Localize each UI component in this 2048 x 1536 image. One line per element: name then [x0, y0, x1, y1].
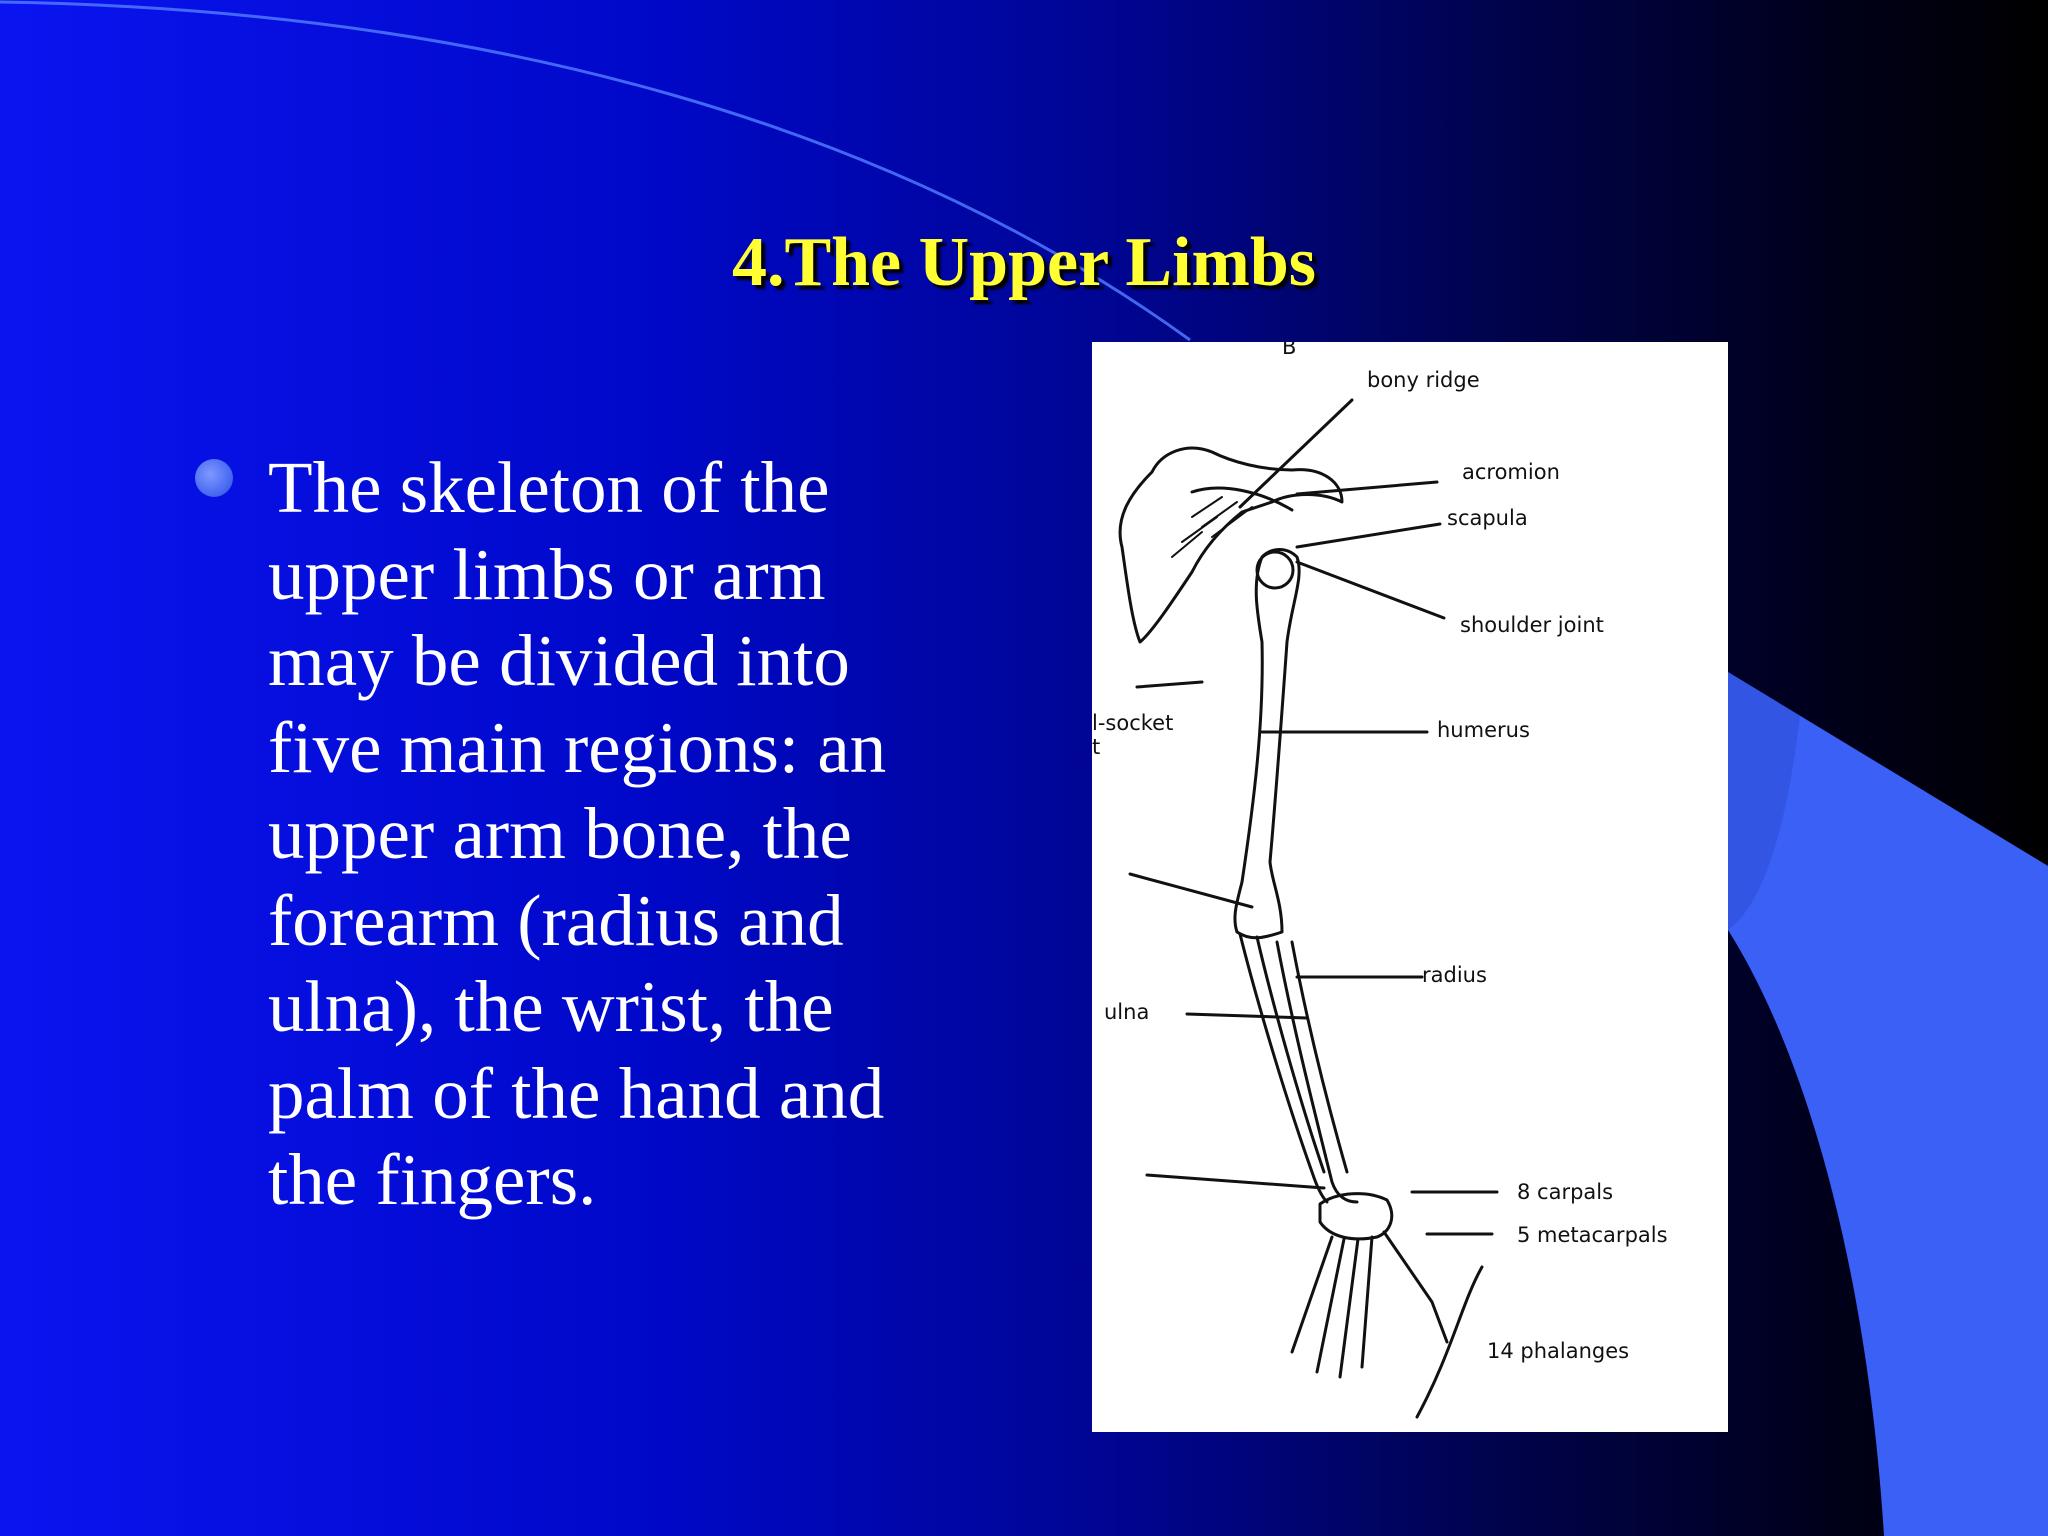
figure-panel-letter: B	[1282, 342, 1296, 359]
label-socket-fragment-2: t	[1092, 735, 1100, 759]
ulna-bone	[1238, 932, 1329, 1204]
bullet-text: The skeleton of the upper limbs or arm m…	[268, 445, 1008, 1224]
label-carpals: 8 carpals	[1517, 1180, 1613, 1204]
carpal-bones	[1318, 1192, 1394, 1241]
label-acromion: acromion	[1462, 460, 1560, 484]
bullet-icon	[195, 459, 233, 497]
bullet-line: The skeleton of the	[268, 447, 830, 528]
radius-bone	[1275, 940, 1359, 1204]
bullet-line: may be divided into	[268, 620, 850, 701]
label-socket-fragment: l-socket	[1092, 711, 1173, 735]
label-radius: radius	[1422, 963, 1487, 987]
slide-title: 4.The Upper Limbs	[731, 224, 1317, 301]
label-ulna: ulna	[1104, 1000, 1149, 1024]
bullet-line: forearm (radius and	[268, 879, 844, 961]
arm-skeleton-figure: B bony ridge acromion scapula shoulder j…	[1092, 342, 1728, 1432]
arm-skeleton-diagram: B bony ridge acromion scapula shoulder j…	[1092, 342, 1668, 1419]
scapula-bone	[1118, 446, 1344, 644]
bullet-line: upper limbs or arm	[268, 533, 826, 615]
finger-bones	[1290, 1230, 1449, 1379]
label-phalanges: 14 phalanges	[1487, 1339, 1629, 1363]
bullet-line: ulna), the wrist, the	[268, 966, 834, 1047]
label-humerus: humerus	[1437, 718, 1530, 742]
background-accent-shape	[1728, 672, 2048, 1536]
scapula-spine	[1190, 486, 1294, 512]
label-shoulder-joint: shoulder joint	[1460, 613, 1604, 637]
bullet-line: five main regions: an	[268, 706, 887, 788]
bullet-line: palm of the hand and	[268, 1052, 885, 1134]
label-scapula: scapula	[1447, 506, 1528, 530]
humerus-bone	[1233, 548, 1301, 940]
label-bony-ridge: bony ridge	[1367, 368, 1480, 392]
background-arc-line	[0, 0, 1191, 342]
bullet-line: upper arm bone, the	[268, 793, 852, 874]
label-metacarpals: 5 metacarpals	[1517, 1223, 1668, 1247]
bullet-line: the fingers.	[268, 1139, 597, 1220]
radius-bone-edge	[1290, 940, 1349, 1174]
scapula-hatching	[1171, 496, 1253, 558]
background-accent-shadow	[1728, 672, 1800, 930]
ulna-bone-edge	[1255, 935, 1326, 1174]
humerus-head	[1255, 550, 1295, 590]
